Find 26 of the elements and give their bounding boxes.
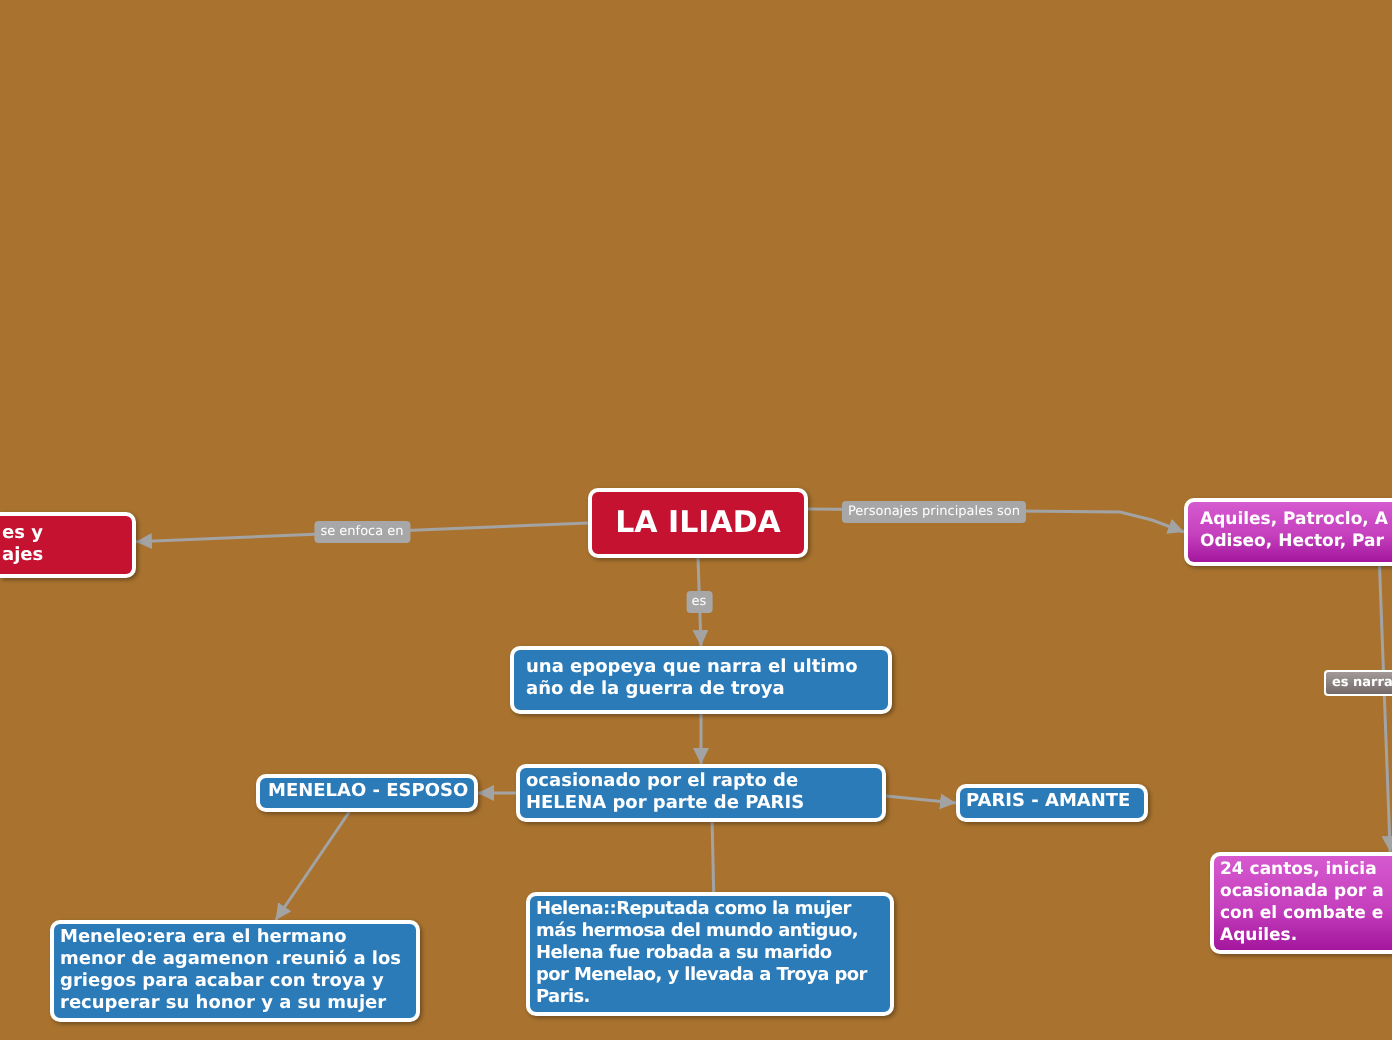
topic-text: Aquiles, Patroclo, A Odiseo, Hector, Par <box>1200 510 1390 554</box>
topic-text: Helena::Reputada como la mujer más hermosa del mundo antiguo, Helena fue robada a su marido por Menelao, y llevada a Troya por Paris. <box>536 899 870 1009</box>
arrow <box>885 793 957 810</box>
topic-text: MENELAO - ESPOSO <box>268 782 469 804</box>
central-topic-box <box>588 488 808 558</box>
subtopic-box <box>526 892 894 1016</box>
topic-text: ocasionado por el rapto de HELENA por parte de PARIS <box>526 771 807 815</box>
subtopic-box <box>516 764 886 822</box>
connector-line <box>710 821 716 893</box>
arrow <box>693 714 709 764</box>
topic-text: es y ajes <box>2 523 46 567</box>
subtopic-box <box>510 646 892 714</box>
topic-text: una epopeya que narra el ultimo año de la guerra de troya <box>526 658 860 702</box>
arrow <box>478 785 516 801</box>
topic-text: PARIS - AMANTE <box>966 792 1131 814</box>
topic-text: Meneleo:era era el hermano menor de agamenon .reunió a los griegos para acabar con troya y recuperar su honor y a su mujer <box>60 927 404 1015</box>
topic-box <box>1184 498 1392 566</box>
subtopic-box <box>50 920 420 1022</box>
topic-text: LA ILIADA <box>615 504 781 542</box>
topic-text: 24 cantos, inicia ocasionada por a con el combate e Aquiles. <box>1220 859 1386 947</box>
arrow <box>274 811 351 921</box>
subtopic-box <box>956 784 1148 822</box>
arrow <box>692 557 709 647</box>
arrow <box>1378 565 1392 853</box>
topic-box <box>0 512 136 578</box>
subtopic-box <box>256 774 478 812</box>
